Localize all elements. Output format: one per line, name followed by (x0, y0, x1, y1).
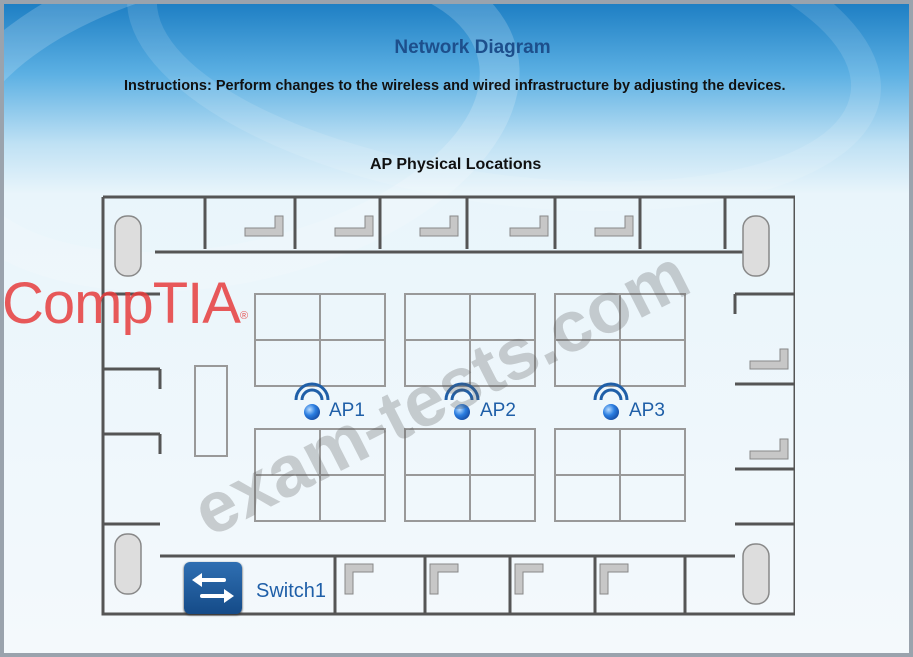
wireless-ap-icon (593, 382, 629, 401)
ap-dot-icon (454, 404, 470, 420)
wireless-ap-icon (294, 382, 330, 401)
network-switch-icon (184, 562, 242, 614)
page-title: Network Diagram (394, 37, 551, 58)
instructions-text: Instructions: Perform changes to the wir… (124, 78, 786, 94)
ap3-label: AP3 (629, 400, 665, 421)
ap2-label: AP2 (480, 400, 516, 421)
comptia-logo: CompTIA® (2, 271, 248, 336)
ap-dot-icon (603, 404, 619, 420)
diagram-subtitle: AP Physical Locations (370, 156, 542, 173)
switch1-label: Switch1 (256, 580, 327, 602)
floor-plan (101, 195, 795, 616)
ap-dot-icon (304, 404, 320, 420)
wireless-ap-icon (444, 382, 480, 401)
ap1-label: AP1 (329, 400, 365, 421)
